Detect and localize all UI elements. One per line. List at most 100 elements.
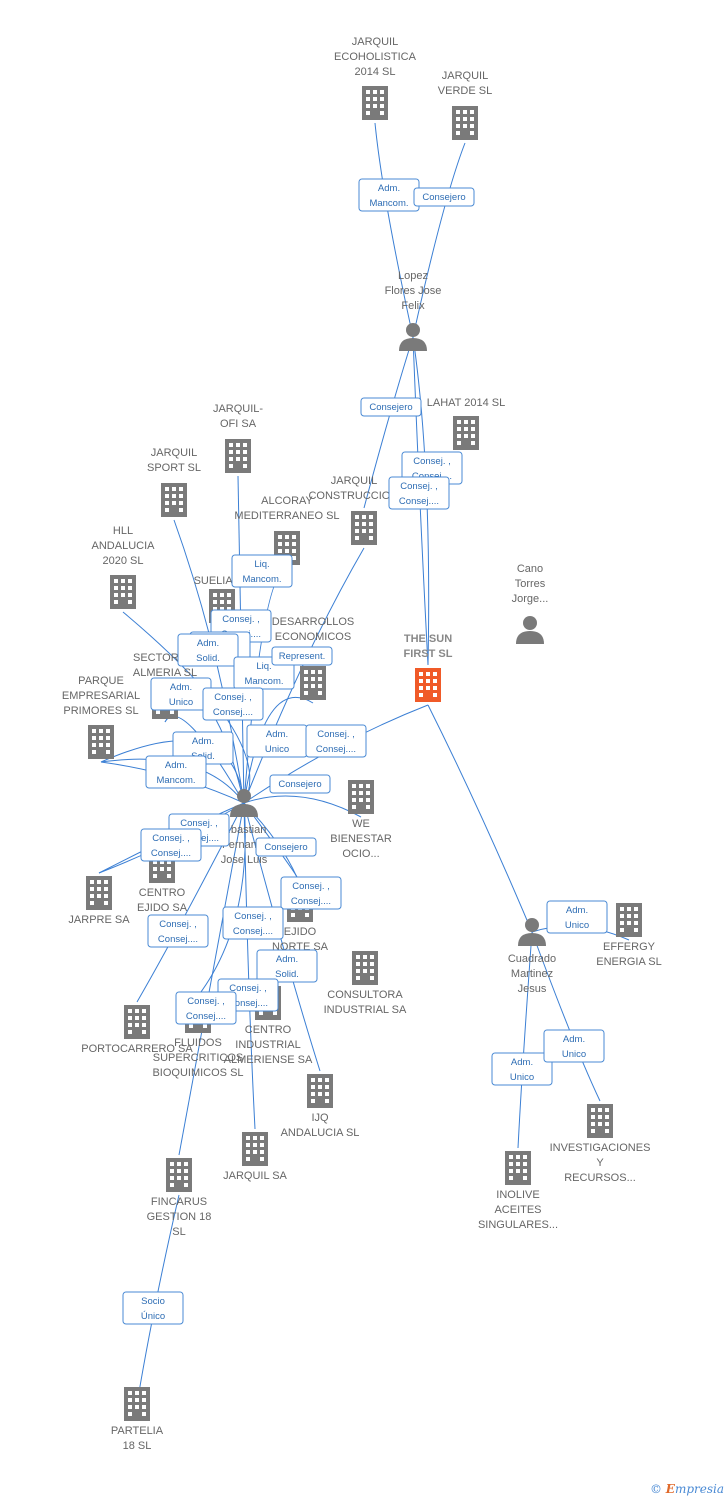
company-node-jarpre[interactable]: JARPRE SA <box>68 876 130 926</box>
relation-label-text: Adm. <box>192 736 214 747</box>
node-label: 2020 SL <box>103 555 144 567</box>
company-node-portocarrero[interactable]: PORTOCARRERO SA <box>81 1005 193 1055</box>
relation-label-text: Liq. <box>256 661 271 672</box>
company-node-lahat[interactable]: LAHAT 2014 SL <box>427 397 505 450</box>
relation-label-box <box>271 646 333 666</box>
relation-label-box <box>280 876 342 910</box>
relation-label-text: Consej. , <box>317 729 355 740</box>
relation-label[interactable]: Adm.Unico <box>546 900 608 934</box>
relation-edge <box>243 795 362 818</box>
company-node-jarquil-sa[interactable]: JARQUIL SA <box>223 1132 288 1182</box>
building-icon <box>242 1132 268 1166</box>
company-node-jarquil-constr[interactable]: JARQUILCONSTRUCCIO... <box>308 475 400 545</box>
relation-label[interactable]: Consejero <box>269 774 331 794</box>
relation-label-box <box>255 837 317 857</box>
building-icon <box>307 1074 333 1108</box>
node-label: ENERGIA SL <box>596 956 661 968</box>
company-node-jarquil-ofi[interactable]: JARQUIL-OFI SA <box>213 403 263 473</box>
company-node-investigaciones[interactable]: INVESTIGACIONESYRECURSOS... <box>550 1104 651 1184</box>
relation-label-text: Consej.... <box>151 848 191 859</box>
relation-label[interactable]: Adm.Solid. <box>256 949 318 983</box>
relation-edge <box>243 802 256 1130</box>
building-icon <box>86 876 112 910</box>
relation-label[interactable]: Adm.Mancom. <box>358 178 420 212</box>
node-label: Jose Luis <box>221 854 268 866</box>
relation-label[interactable]: Consej. ,Consej.... <box>175 991 237 1025</box>
relation-label-text: Consej. , <box>292 881 330 892</box>
node-label: FLUIDOS <box>174 1037 222 1049</box>
node-label: JARQUIL <box>442 70 488 82</box>
relation-label[interactable]: Consejero <box>255 837 317 857</box>
relation-label[interactable]: Represent. <box>271 646 333 666</box>
relation-label-text: Consej. , <box>400 481 438 492</box>
node-label: IJQ <box>311 1112 329 1124</box>
node-label: PARTELIA <box>111 1425 164 1437</box>
node-label: OFI SA <box>220 418 257 430</box>
node-label: THE SUN <box>404 633 452 645</box>
node-label: OCIO... <box>342 848 379 860</box>
node-label: Flores Jose <box>385 285 442 297</box>
relation-label-box <box>222 906 284 940</box>
node-label: EJIDO <box>284 926 317 938</box>
relation-label[interactable]: Consej. , Consej.... <box>388 476 450 510</box>
relation-label[interactable]: Consej. ,Consej.... <box>147 914 209 948</box>
relation-label[interactable]: Consejero <box>360 397 422 417</box>
relation-label[interactable]: Adm.Unico <box>491 1052 553 1086</box>
relation-label[interactable]: Consej. ,Consej.... <box>202 687 264 721</box>
company-node-inolive[interactable]: INOLIVEACEITESSINGULARES... <box>478 1151 558 1231</box>
person-node-cano[interactable]: CanoTorresJorge... <box>512 563 549 644</box>
brand-logo-e: E <box>665 1482 675 1496</box>
relation-label[interactable]: Consej. ,Consej.... <box>280 876 342 910</box>
relation-label[interactable]: Adm.Unico <box>543 1029 605 1063</box>
relation-label[interactable]: Adm.Unico <box>246 724 308 758</box>
node-label: ANDALUCIA <box>92 540 156 552</box>
node-label: Cano <box>517 563 543 575</box>
relation-label-text: Mancom. <box>156 775 195 786</box>
relation-label-box <box>177 633 239 667</box>
node-label: 2014 SL <box>355 66 396 78</box>
relation-label[interactable]: Adm.Mancom. <box>145 755 207 789</box>
relation-label[interactable]: Consej. ,Consej.... <box>140 828 202 862</box>
building-icon <box>587 1104 613 1138</box>
relation-label[interactable]: Liq.Mancom. <box>231 554 293 588</box>
relation-label-text: Adm. <box>378 183 400 194</box>
relation-label-text: Único <box>141 1311 165 1322</box>
relation-label[interactable]: Consejero <box>413 187 475 207</box>
company-node-we[interactable]: WEBIENESTAROCIO... <box>330 780 392 860</box>
node-label: JARQUIL <box>151 447 197 459</box>
relation-label-text: Consej.... <box>399 496 439 507</box>
relation-label-text: Consej.... <box>316 744 356 755</box>
node-label: ECOHOLISTICA <box>334 51 417 63</box>
relation-label-text: Adm. <box>170 682 192 693</box>
node-label: BIOQUIMICOS SL <box>152 1067 243 1079</box>
relation-label-text: Solid. <box>196 653 220 664</box>
relation-label[interactable]: Adm.Unico <box>150 677 212 711</box>
relation-label[interactable]: Consej. ,Consej.... <box>222 906 284 940</box>
person-icon <box>516 616 544 644</box>
relation-label[interactable]: Adm.Solid. <box>177 633 239 667</box>
relation-label[interactable]: Consej. , Consej.... <box>305 724 367 758</box>
relation-label-text: Consej.... <box>158 934 198 945</box>
node-label: JARQUIL <box>352 36 398 48</box>
company-node-jarquil-eco[interactable]: JARQUIL ECOHOLISTICA 2014 SL <box>334 36 417 120</box>
relation-label-text: Adm. <box>266 729 288 740</box>
